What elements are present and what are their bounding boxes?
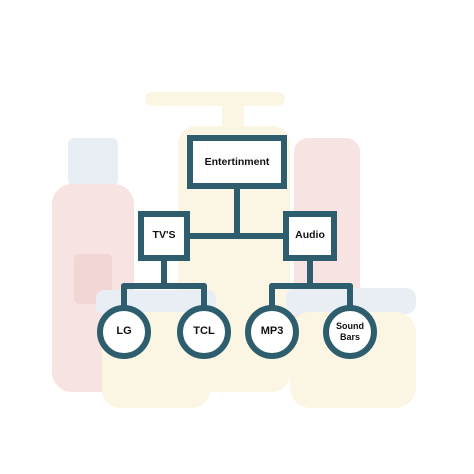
mp3-node: [245, 305, 299, 359]
tvs-label: TV'S: [152, 229, 176, 242]
tcl-label: TCL: [193, 325, 215, 338]
root-node: [187, 135, 287, 189]
audio-label: Audio: [295, 229, 325, 242]
pump-top: [145, 92, 285, 106]
tvs-node: [138, 211, 190, 261]
right-jar: [290, 312, 416, 408]
lg-label: LG: [116, 325, 132, 338]
root-label: Entertinment: [204, 156, 270, 169]
sound-bars-label: Sound Bars: [336, 320, 364, 342]
mp3-label: MP3: [260, 325, 284, 338]
sound-bars-node: [323, 305, 377, 359]
tcl-node: [177, 305, 231, 359]
pump-neck: [222, 104, 244, 130]
left-bottle-cap: [68, 138, 118, 186]
lg-node: [97, 305, 151, 359]
audio-node: [283, 211, 337, 261]
